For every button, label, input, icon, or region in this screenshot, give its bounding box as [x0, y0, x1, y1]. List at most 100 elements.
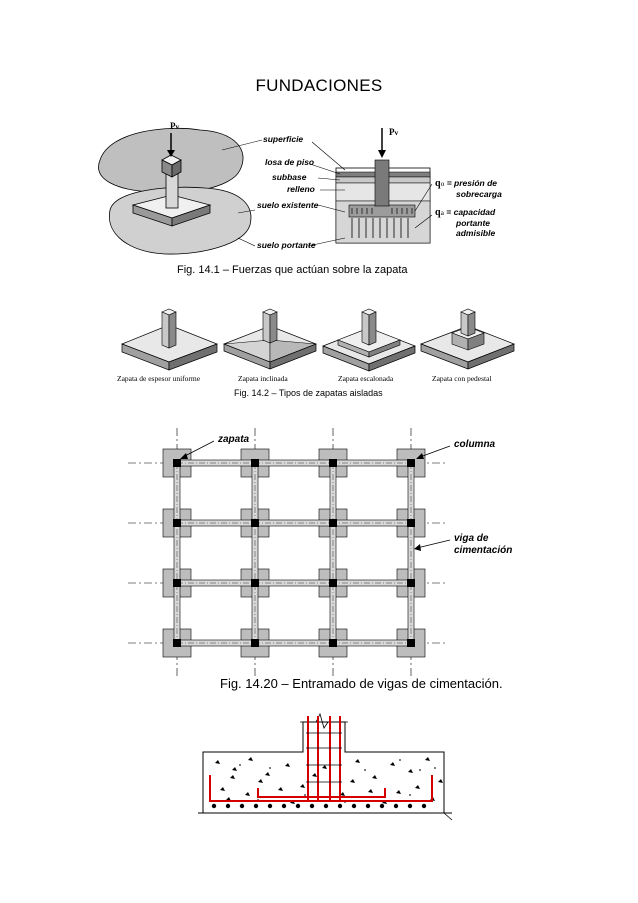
aggregate [312, 773, 317, 777]
footing [396, 448, 426, 478]
beam-h [176, 519, 412, 527]
column [329, 459, 337, 467]
leader-viga [416, 539, 451, 549]
aggregate [430, 797, 435, 801]
leader-columna-head [416, 453, 424, 459]
pv-right-label: Pv [389, 127, 399, 137]
label-relleno: relleno [287, 184, 315, 194]
column [251, 579, 259, 587]
aggregate [290, 800, 295, 804]
fig-14-1-caption: Fig. 14.1 – Fuerzas que actúan sobre la … [177, 264, 408, 276]
label-losa-de-piso: losa de piso [265, 157, 315, 167]
aggregate [278, 787, 283, 791]
aggregate [350, 779, 355, 783]
label-superficie: superficie [263, 134, 304, 144]
page-title: FUNDACIONES [255, 76, 383, 95]
footing [240, 568, 270, 598]
zapata-uniforme [121, 308, 218, 371]
rebar-dot [309, 803, 315, 809]
beam-v [251, 462, 259, 644]
rebar-dot [267, 803, 273, 809]
aggregate [232, 767, 237, 771]
type-label-pedestal: Zapata con pedestal [432, 374, 492, 383]
beam-h [176, 579, 412, 587]
footing [318, 448, 348, 478]
aggregate-dot [419, 769, 421, 771]
rebar-dot [253, 803, 259, 809]
aggregate-dot [344, 801, 346, 803]
aggregate-dot [434, 767, 436, 769]
column [251, 459, 259, 467]
footing [318, 628, 348, 658]
rebar-dot [351, 803, 357, 809]
aggregate-dot [304, 794, 306, 796]
footing [162, 628, 192, 658]
footing [162, 508, 192, 538]
aggregate [368, 789, 373, 793]
aggregate [265, 772, 270, 776]
type-label-inclinada: Zapata inclinada [238, 374, 288, 383]
rebar-dot [421, 803, 427, 809]
leader-viga-head [414, 544, 421, 551]
type-label-uniforme: Zapata de espesor uniforme [117, 374, 201, 383]
aggregate [372, 775, 377, 779]
footing [240, 508, 270, 538]
aggregate [322, 765, 327, 769]
qa-legend: qa = capacidad [435, 207, 496, 218]
footing [162, 568, 192, 598]
aggregate [408, 769, 413, 773]
rebar-dot [239, 803, 245, 809]
footing [318, 508, 348, 538]
bottom-rebar-2 [257, 788, 386, 798]
q0-legend-line2: sobrecarga [456, 189, 502, 199]
column [407, 519, 415, 527]
zapata-escalonada [322, 308, 416, 372]
footing [318, 568, 348, 598]
beam-h [176, 459, 412, 467]
zapata-pedestal [420, 308, 515, 370]
column [173, 519, 181, 527]
column [407, 459, 415, 467]
aggregate-dot [329, 761, 331, 763]
column [251, 639, 259, 647]
label-zapata: zapata [218, 434, 250, 445]
column [251, 519, 259, 527]
rebar-dot [211, 803, 217, 809]
leader-zapata-head [180, 453, 188, 459]
type-label-escalonada: Zapata escalonada [338, 374, 394, 383]
q0-legend: qo = presión de [435, 178, 497, 189]
aggregate [355, 759, 360, 763]
aggregate-dot [239, 764, 241, 766]
footing [396, 508, 426, 538]
aggregate [258, 779, 263, 783]
rebar-dot [281, 803, 287, 809]
leader-zapata [182, 440, 215, 458]
label-suelo-portante: suelo portante [257, 240, 316, 250]
rebar-dot [295, 803, 301, 809]
aggregate [340, 792, 345, 796]
bottom-rebar [209, 775, 433, 802]
aggregate [285, 763, 290, 767]
footing [396, 628, 426, 658]
rebar-dot [379, 803, 385, 809]
beam-v [173, 462, 181, 644]
aggregate [215, 760, 220, 764]
aggregate [245, 792, 250, 796]
ground-hatch [443, 812, 453, 821]
pv-left-label: Pv [170, 121, 180, 131]
aggregate [230, 775, 235, 779]
aggregate-dot [269, 767, 271, 769]
rebar-dot [323, 803, 329, 809]
aggregate [248, 757, 253, 761]
leader-columna [419, 445, 451, 458]
column [173, 459, 181, 467]
aggregate [226, 797, 231, 801]
footing [162, 448, 192, 478]
aggregate [220, 787, 225, 791]
aggregate-dot [409, 794, 411, 796]
aggregate [300, 784, 305, 788]
